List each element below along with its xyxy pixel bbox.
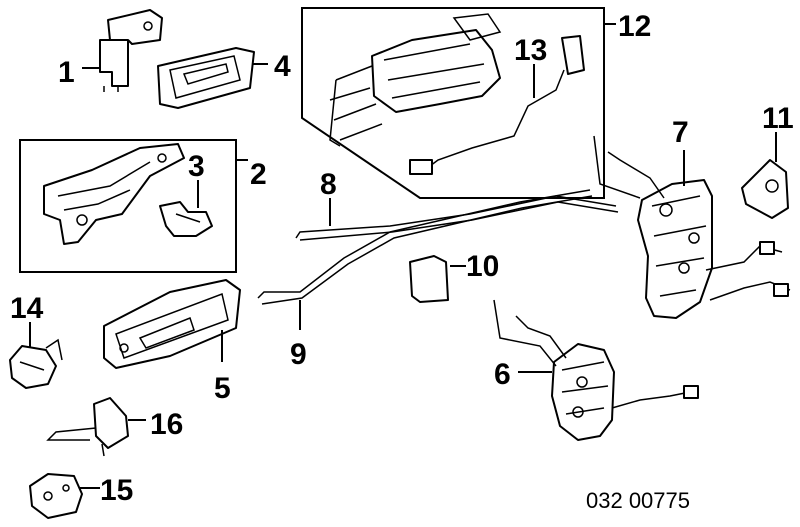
part-15-bracket — [29, 473, 100, 519]
part-6-rear-latch — [493, 299, 699, 441]
part-16-lever — [46, 397, 146, 457]
callout-13: 13 — [514, 34, 547, 67]
diagram-code: 032 00775 — [586, 488, 690, 513]
part-13-switch — [409, 35, 585, 175]
callout-15: 15 — [100, 474, 133, 507]
part-8-rod — [295, 195, 619, 241]
callout-7: 7 — [672, 116, 689, 149]
callout-11: 11 — [762, 102, 794, 135]
part-3-clip — [159, 180, 213, 237]
part-1-bracket — [82, 9, 163, 92]
callout-8: 8 — [320, 168, 337, 201]
part-7-latch — [593, 135, 791, 319]
part-14-bracket — [9, 322, 63, 389]
part-11-bracket — [741, 132, 789, 219]
callout-12: 12 — [618, 10, 651, 43]
part-4-outer-handle — [157, 47, 268, 109]
callout-4: 4 — [274, 50, 291, 83]
callout-3: 3 — [188, 150, 205, 183]
callout-1: 1 — [58, 56, 75, 89]
callout-16: 16 — [150, 408, 183, 441]
callout-5: 5 — [214, 372, 231, 405]
part-10-pad — [409, 255, 466, 303]
callout-6: 6 — [494, 358, 511, 391]
part-2-inner-handle-assembly — [43, 143, 185, 245]
callout-2: 2 — [250, 158, 267, 191]
part-9-rod — [257, 189, 593, 330]
callout-9: 9 — [290, 338, 307, 371]
group-box-2 — [19, 139, 237, 273]
part-5-inner-handle — [103, 279, 241, 369]
callout-10: 10 — [466, 250, 499, 283]
part-12-outer-handle-assembly — [329, 13, 502, 147]
callout-14: 14 — [10, 292, 44, 325]
group-box-12 — [301, 7, 605, 199]
